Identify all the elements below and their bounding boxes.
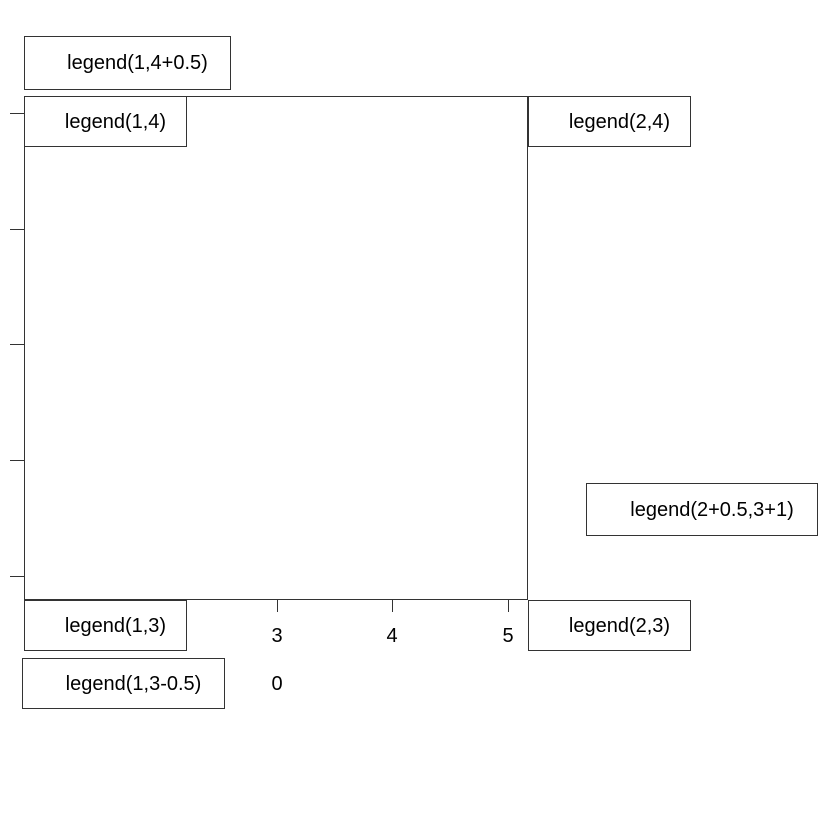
y-axis-tick	[10, 460, 24, 461]
legend-box-1-3-minus-05: legend(1,3-0.5)	[22, 658, 225, 709]
legend-box-1-4: legend(1,4)	[24, 96, 187, 147]
legend-box-1-3: legend(1,3)	[24, 600, 187, 651]
legend-box-2-4: legend(2,4)	[528, 96, 691, 147]
x-outer-label-0: 0	[271, 673, 283, 695]
legend-box-1-4-plus-05: legend(1,4+0.5)	[24, 36, 231, 90]
y-axis-tick	[10, 229, 24, 230]
x-tick-label-5: 5	[502, 625, 514, 647]
y-axis-tick	[10, 344, 24, 345]
y-axis-tick	[10, 576, 24, 577]
x-axis-tick	[277, 600, 278, 612]
x-tick-label-3: 3	[271, 625, 283, 647]
x-axis-tick	[508, 600, 509, 612]
y-axis-tick	[10, 113, 24, 114]
x-tick-label-4: 4	[386, 625, 398, 647]
plot-frame	[24, 96, 528, 600]
legend-box-2-3: legend(2,3)	[528, 600, 691, 651]
x-axis-tick	[392, 600, 393, 612]
legend-box-2-plus-05-3-plus-1: legend(2+0.5,3+1)	[586, 483, 818, 536]
